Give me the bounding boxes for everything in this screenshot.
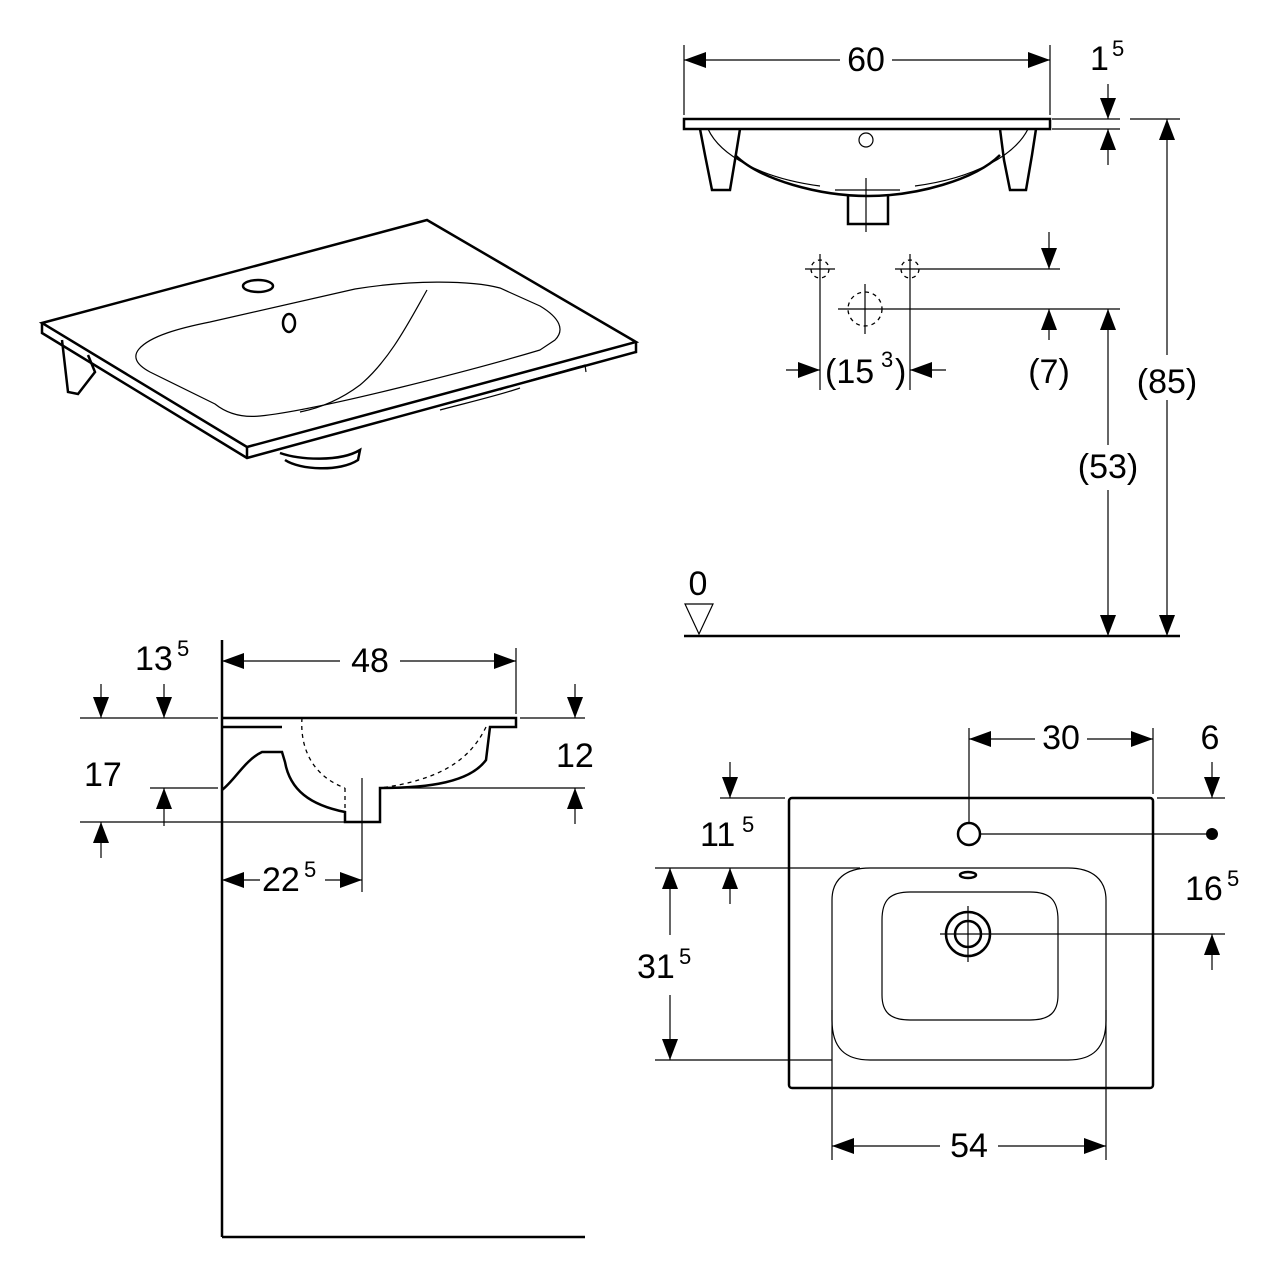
dim-width-60: 60 (847, 41, 885, 79)
dim-drain-height: (53) (1078, 448, 1138, 486)
dim-drain-from-tap-sup: 5 (1227, 866, 1239, 891)
top-view: 30 6 11 5 16 5 31 5 (637, 719, 1239, 1165)
floor-level-label: 0 (689, 565, 708, 603)
dim-tap-offset-30: 30 (1042, 719, 1080, 757)
dim-bowl-depth-17: 17 (84, 756, 122, 794)
dim-rim-edge-6: 6 (1201, 719, 1220, 757)
dim-tap-spacing-sup: 3 (881, 347, 893, 372)
tap-hole-markers (805, 254, 925, 334)
dim-bowl-width-54: 54 (950, 1127, 988, 1165)
dim-depth-48: 48 (351, 642, 389, 680)
dim-tap-spacing-close: ) (895, 353, 906, 391)
dim-13-sup: 5 (177, 636, 189, 661)
dim-tap-height: (7) (1028, 353, 1070, 391)
dim-tap-spacing: (15 (825, 353, 874, 391)
dim-drain-offset: 22 (262, 861, 300, 899)
dim-total-height: (85) (1137, 363, 1197, 401)
side-view: 48 13 5 17 12 22 5 (80, 636, 594, 1239)
front-view: 60 1 5 (7) (682, 36, 1197, 638)
dim-rim-depth-12: 12 (556, 737, 594, 775)
dim-rim-thickness: 1 (1090, 40, 1109, 78)
dim-11: 11 (700, 816, 735, 854)
perspective-view (38, 218, 640, 470)
dim-13: 13 (135, 640, 173, 678)
dim-drain-offset-sup: 5 (304, 857, 316, 882)
dim-bowl-length: 31 (637, 948, 675, 986)
dim-drain-from-tap: 16 (1185, 870, 1223, 908)
dim-bowl-length-sup: 5 (679, 944, 691, 969)
dim-11-sup: 5 (742, 812, 754, 837)
dim-rim-thickness-sup: 5 (1112, 36, 1124, 61)
